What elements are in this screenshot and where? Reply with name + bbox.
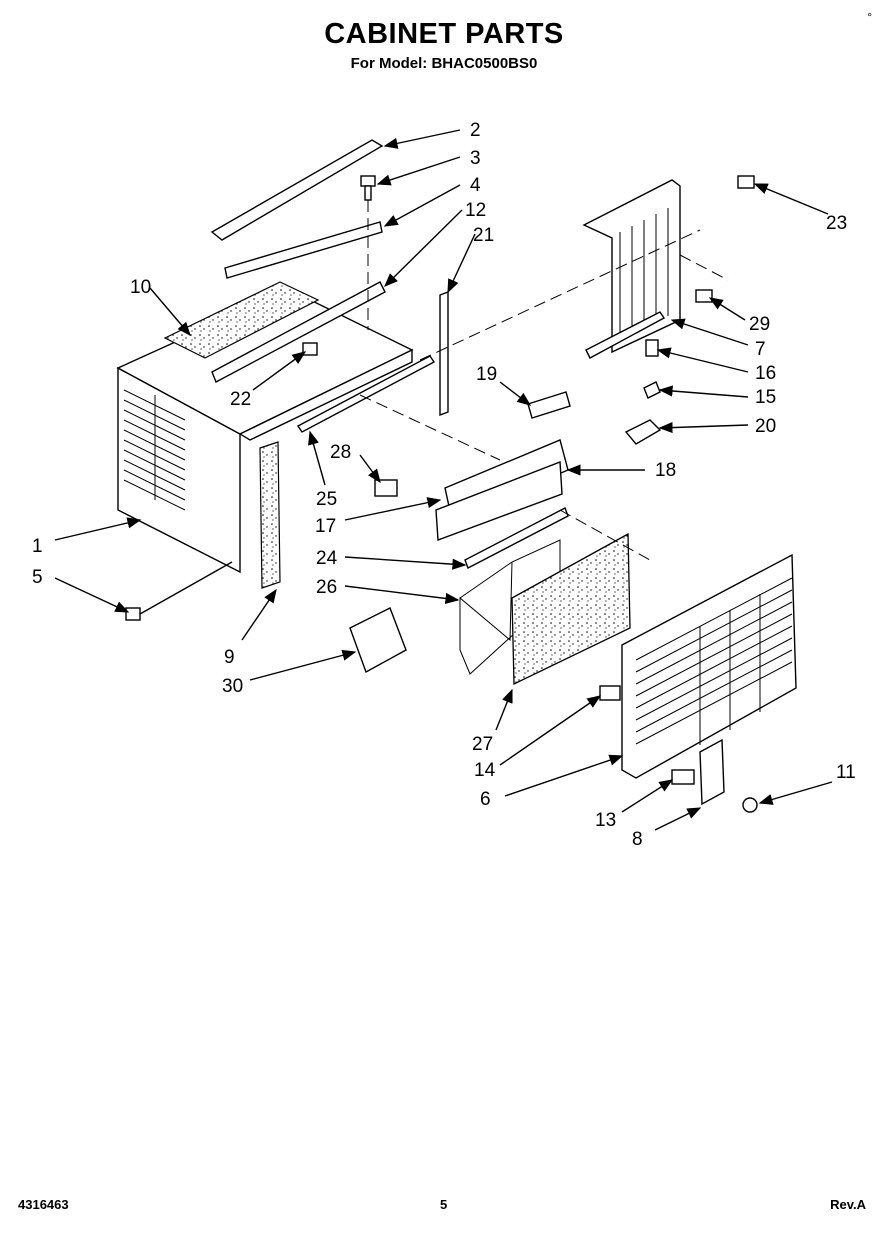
callout-25: 25 — [316, 489, 337, 510]
callout-3: 3 — [470, 148, 481, 169]
footer-revision: Rev.A — [830, 1197, 866, 1212]
callout-4: 4 — [470, 175, 481, 196]
leader-lines — [54, 129, 833, 831]
bracket-30 — [349, 607, 407, 674]
callout-9: 9 — [224, 647, 235, 668]
front-grille — [621, 553, 797, 779]
callout-20: 20 — [755, 416, 776, 437]
plug-22 — [302, 342, 318, 356]
clip-28 — [374, 479, 398, 497]
page-title: CABINET PARTS — [324, 18, 564, 50]
callout-21: 21 — [473, 225, 494, 246]
model-subtitle: For Model: BHAC0500BS0 — [350, 55, 538, 72]
blower-assembly — [435, 391, 571, 541]
callout-10: 10 — [130, 277, 151, 298]
washer-15 — [643, 381, 661, 399]
control-knob — [742, 797, 758, 813]
alignment-line — [679, 254, 729, 281]
footer-part-number: 4316463 — [18, 1197, 69, 1212]
screw-29 — [695, 289, 713, 303]
screw-16 — [645, 339, 659, 357]
callout-19: 19 — [476, 364, 497, 385]
base-rail — [464, 507, 569, 569]
callout-26: 26 — [316, 577, 337, 598]
side-rail — [211, 281, 386, 383]
callout-16: 16 — [755, 363, 776, 384]
alignment-line — [419, 229, 701, 361]
callout-5: 5 — [32, 567, 43, 588]
callout-1: 1 — [32, 536, 43, 557]
bottom-guide-rail — [296, 355, 436, 433]
callout-22: 22 — [230, 389, 251, 410]
callout-30: 30 — [222, 676, 243, 697]
clip-20 — [624, 419, 662, 445]
control-bracket — [699, 738, 725, 806]
side-curtain — [259, 441, 281, 589]
callout-12: 12 — [465, 200, 486, 221]
gasket-strip — [224, 221, 383, 279]
callout-2: 2 — [470, 120, 481, 141]
air-filter — [511, 532, 631, 686]
cabinet-body — [116, 289, 414, 574]
screw-3 — [360, 175, 376, 201]
filter-frame — [459, 539, 561, 675]
callout-6: 6 — [480, 789, 491, 810]
callout-17: 17 — [315, 516, 336, 537]
callout-28: 28 — [330, 442, 351, 463]
side-frame-strip — [439, 290, 449, 417]
spacer-13 — [671, 769, 695, 785]
top-filter-pad — [163, 281, 320, 359]
callout-29: 29 — [749, 314, 770, 335]
callout-14: 14 — [474, 760, 496, 781]
callout-15: 15 — [755, 387, 776, 408]
window-panel — [582, 179, 681, 359]
footer-page-number: 5 — [440, 1197, 448, 1212]
top-rail — [210, 139, 384, 241]
callout-24: 24 — [316, 548, 338, 569]
spacer-14 — [599, 685, 621, 701]
callout-27: 27 — [472, 734, 493, 755]
corner-mark: ° — [867, 10, 872, 24]
callout-18: 18 — [655, 460, 676, 481]
callout-23: 23 — [826, 213, 847, 234]
callout-13: 13 — [595, 810, 616, 831]
callout-11: 11 — [836, 762, 856, 783]
alignment-line — [359, 394, 501, 461]
callout-7: 7 — [755, 339, 766, 360]
screw-23 — [737, 175, 755, 189]
callout-8: 8 — [632, 829, 643, 850]
screw-5 — [125, 607, 141, 621]
